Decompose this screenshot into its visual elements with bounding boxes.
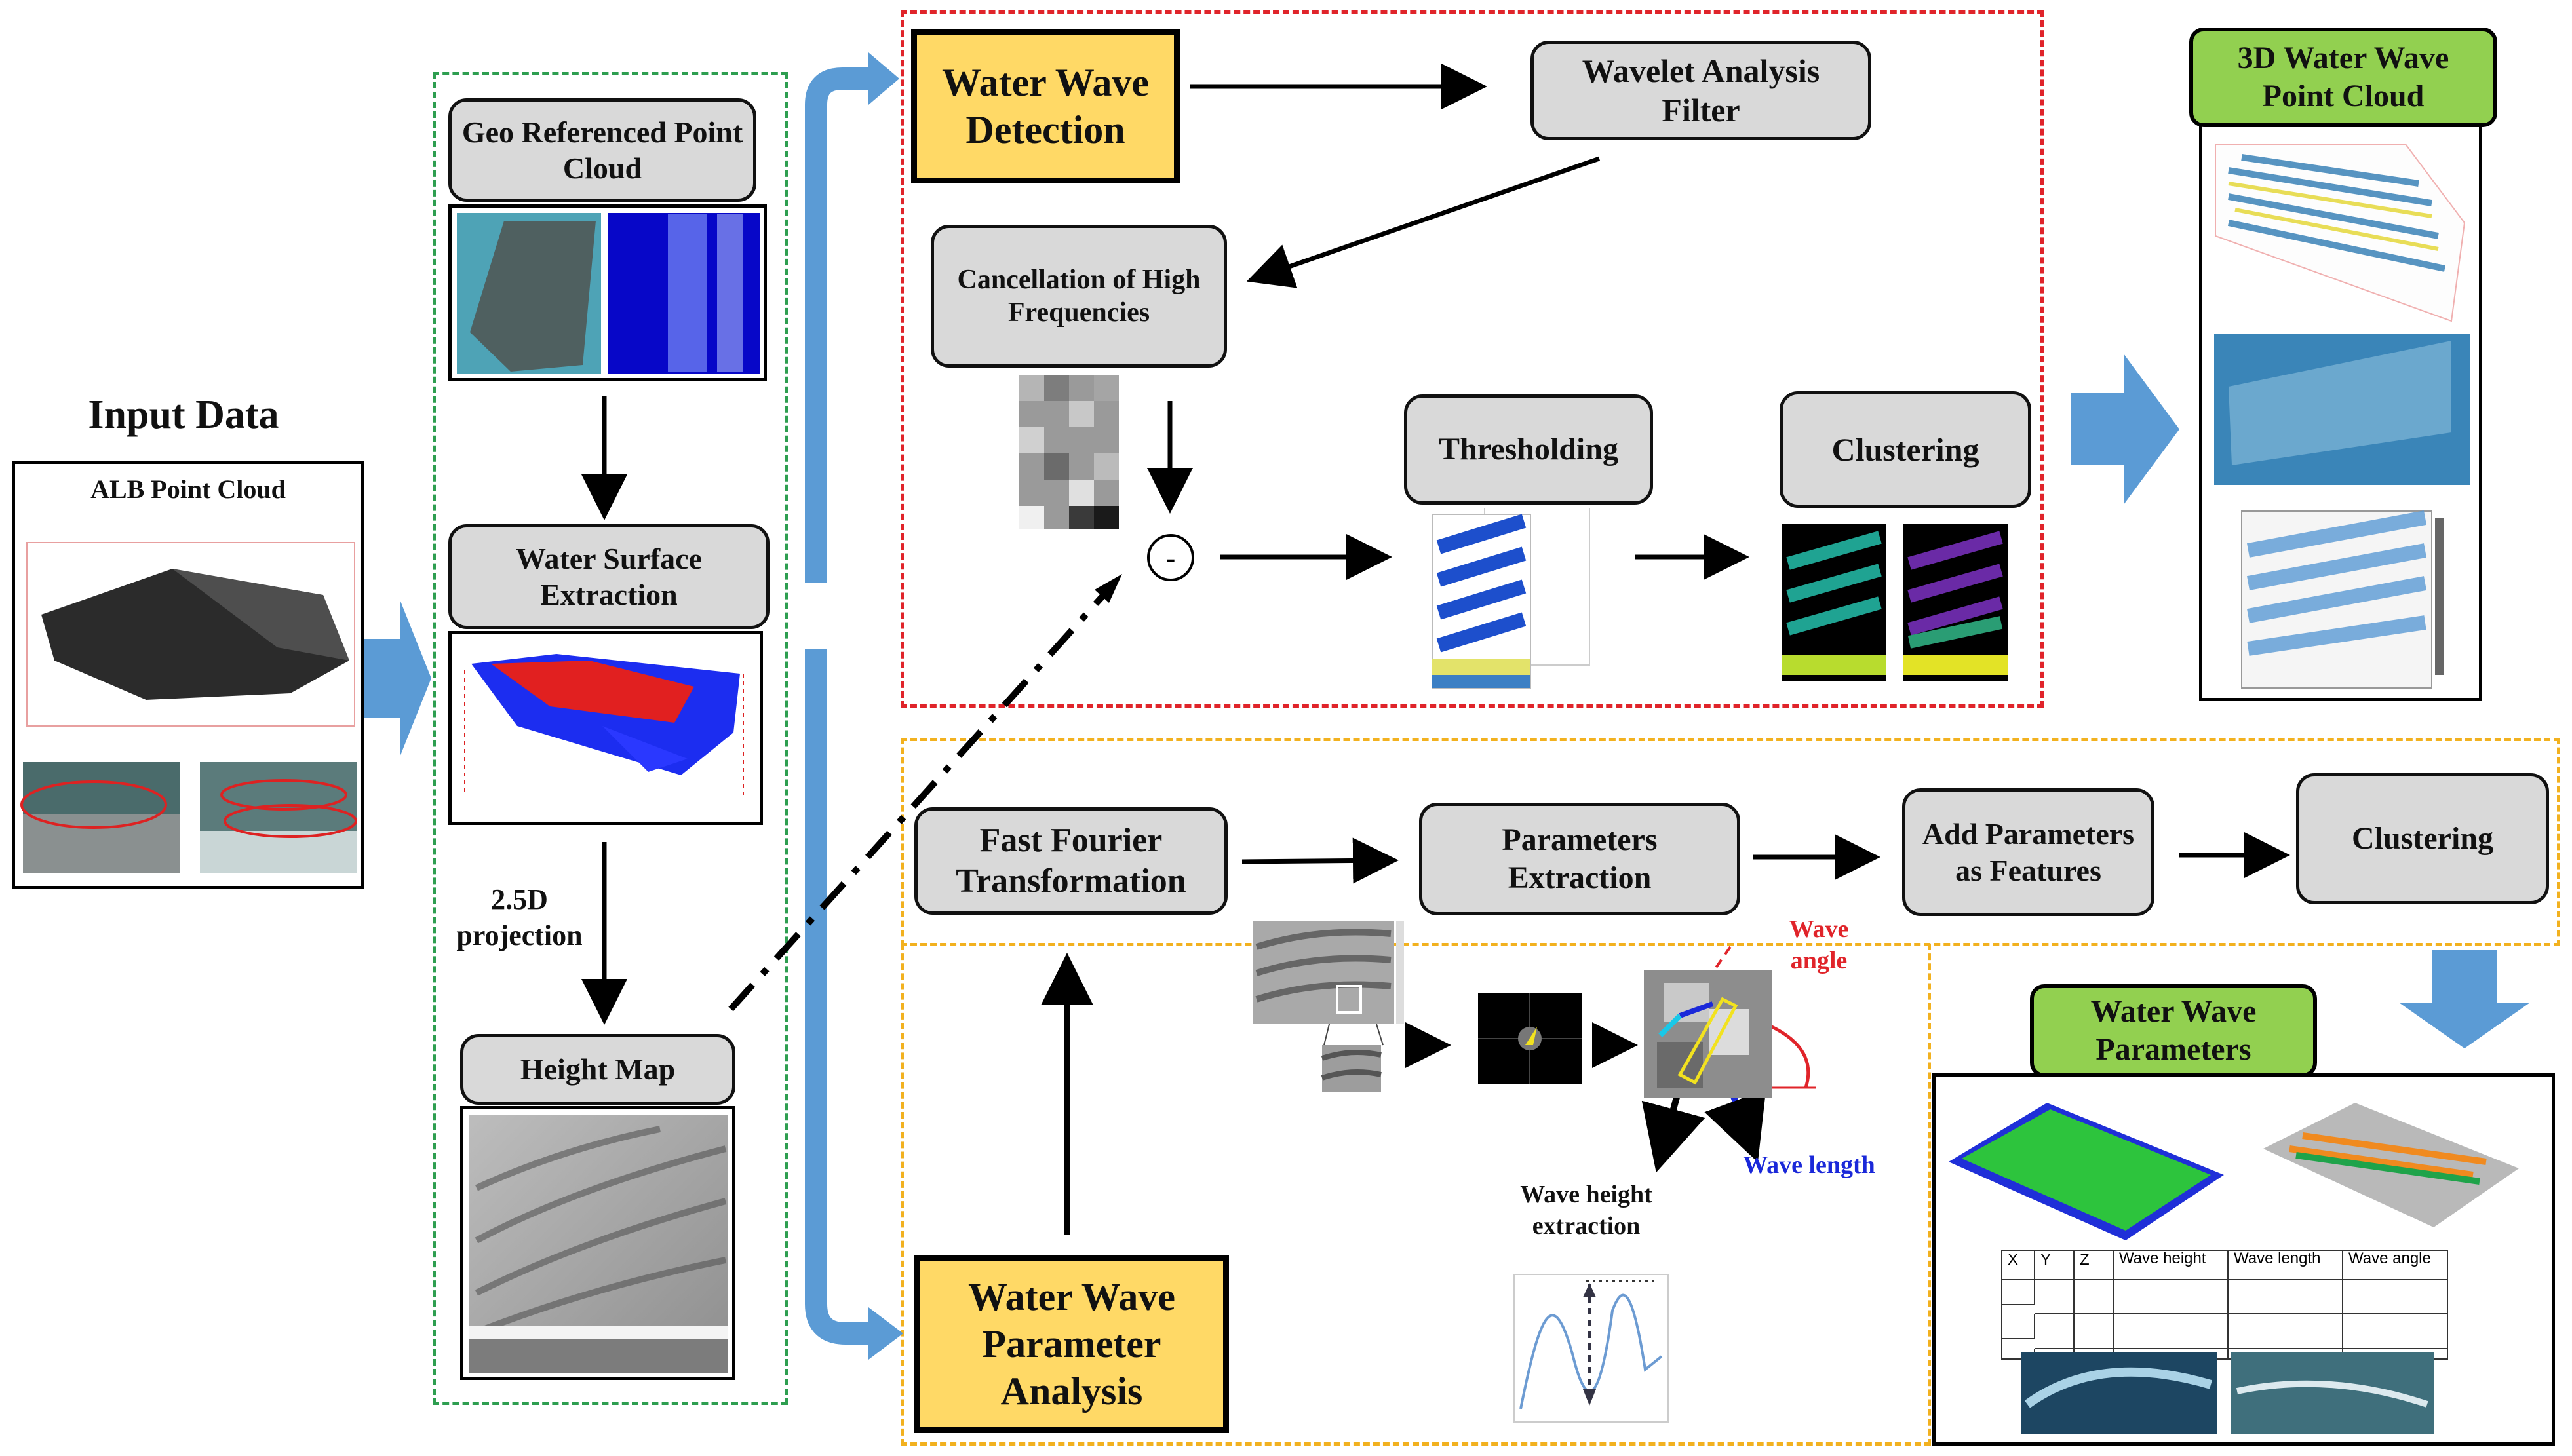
- input-to-preprocess-arrow: [364, 600, 431, 757]
- analysis-clustering-box: Clustering: [2296, 773, 2549, 904]
- projection-label: 2.5D projection: [456, 883, 583, 951]
- water-surface-box: Water Surface Extraction: [448, 524, 770, 629]
- height-map-image: [460, 1106, 735, 1380]
- wave-angle-label: Wave angle: [1789, 915, 1849, 974]
- alb-label: ALB Point Cloud: [90, 474, 286, 504]
- water-surface-image: [448, 631, 763, 825]
- height-map-crop-image: [1253, 921, 1407, 1094]
- geo-referenced-box: Geo Referenced Point Cloud: [448, 98, 756, 202]
- height-map-box: Height Map: [460, 1034, 735, 1105]
- 3d-point-cloud-panel: [2199, 121, 2482, 701]
- input-data-title: Input Data: [88, 393, 279, 437]
- add-parameters-box: Add Parameters as Features: [1902, 788, 2154, 916]
- table-header-z: Z: [2075, 1251, 2114, 1280]
- table-header-x: X: [2002, 1251, 2035, 1280]
- table-header-wave-height: Wave height: [2114, 1251, 2229, 1280]
- detection-group: [901, 10, 2044, 708]
- thresholding-box: Thresholding: [1404, 394, 1653, 505]
- parameter-analysis-group: [901, 738, 2560, 946]
- water-wave-detection-box: Water Wave Detection: [911, 29, 1180, 183]
- height-to-detection-elbow: [805, 67, 872, 583]
- parameter-analysis-group-lower: [901, 944, 1931, 1446]
- minus-operator: -: [1147, 534, 1194, 581]
- clustering-to-parameters-arrow: [2399, 950, 2530, 1048]
- wave-parameter-image: [1644, 970, 1772, 1098]
- wave-parameters-panel: X Y Z Wave height Wave length Wave angle: [1932, 1073, 2555, 1446]
- minus-symbol: -: [1165, 541, 1176, 574]
- fft-spectrum-image: [1478, 993, 1582, 1084]
- alb-point-cloud-image: [20, 542, 357, 873]
- wave-parameters-table: X Y Z Wave height Wave length Wave angle: [2001, 1250, 2448, 1360]
- detection-clustering-box: Clustering: [1780, 391, 2031, 508]
- preprocessing-group: [433, 72, 788, 1405]
- thresholding-image: [1432, 508, 1593, 691]
- 3d-point-cloud-title: 3D Water Wave Point Cloud: [2189, 28, 2497, 127]
- high-frequency-image: [1019, 375, 1119, 529]
- clustering-images: [1782, 524, 2011, 685]
- parameters-extraction-box: Parameters Extraction: [1419, 803, 1740, 915]
- wave-height-plot: [1501, 1271, 1673, 1428]
- cancellation-box: Cancellation of High Frequencies: [931, 225, 1227, 368]
- height-to-analysis-elbow: [805, 649, 872, 1345]
- wave-height-label: Wave height extraction: [1520, 1181, 1652, 1240]
- detection-to-3d-arrow: [2071, 354, 2179, 505]
- wavelet-filter-box: Wavelet Analysis Filter: [1530, 41, 1871, 140]
- table-header-y: Y: [2035, 1251, 2075, 1280]
- table-header-wave-angle: Wave angle: [2343, 1251, 2448, 1280]
- fft-box: Fast Fourier Transformation: [914, 807, 1228, 915]
- alb-point-cloud-panel: ALB Point Cloud: [12, 461, 364, 889]
- parameter-analysis-box: Water Wave Parameter Analysis: [914, 1255, 1229, 1433]
- table-header-wave-length: Wave length: [2229, 1251, 2343, 1280]
- geo-referenced-images: [448, 204, 767, 381]
- wave-parameters-title: Water Wave Parameters: [2030, 984, 2317, 1077]
- wave-length-label: Wave length: [1743, 1151, 1875, 1179]
